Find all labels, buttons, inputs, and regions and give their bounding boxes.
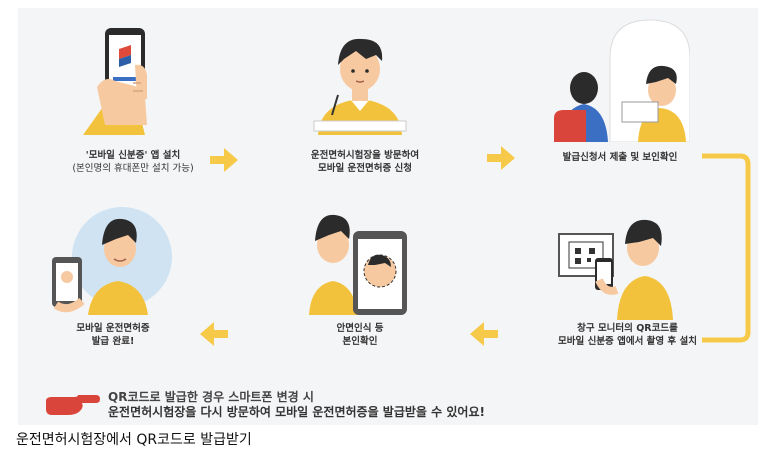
step2-caption-line1: 운전면허시험장을 방문하여	[310, 150, 420, 161]
step4-illustration	[555, 210, 675, 324]
flow-connector-down	[698, 150, 752, 350]
step5-illustration	[305, 205, 415, 319]
pointing-hand-icon	[44, 393, 100, 419]
step6-caption-line2: 발급 완료!	[91, 336, 135, 347]
flow-arrow-right-2	[487, 146, 515, 174]
step1-caption-line1: '모바일 신분증' 앱 설치	[85, 150, 181, 161]
step5-caption: 안면인식 등 본인확인	[300, 322, 420, 348]
step4-caption-line1: 창구 모니터의 QR코드를	[577, 323, 678, 334]
step1-caption: '모바일 신분증' 앱 설치 (본인명의 휴대폰만 설치 가능)	[58, 149, 208, 175]
step2-caption: 운전면허시험장을 방문하여 모바일 운전면허증 신청	[295, 149, 435, 175]
notice-text: QR코드로 발급한 경우 스마트폰 변경 시 운전면허시험장을 다시 방문하여 …	[108, 390, 485, 420]
step3-caption: 발급신청서 제출 및 보인확인	[545, 151, 695, 164]
notice-line1: QR코드로 발급한 경우 스마트폰 변경 시	[108, 390, 314, 404]
step6-caption-line1: 모바일 운전면허증	[76, 323, 150, 334]
step3-caption-line1: 발급신청서 제출 및 보인확인	[562, 152, 678, 163]
flow-arrow-left-1	[470, 322, 498, 350]
step6-illustration	[48, 205, 178, 319]
step3-illustration	[550, 18, 691, 146]
step6-caption: 모바일 운전면허증 발급 완료!	[48, 322, 178, 348]
step2-caption-line2: 모바일 운전면허증 신청	[317, 163, 412, 174]
step4-caption-line2: 모바일 신분증 앱에서 촬영 후 설치	[558, 336, 697, 347]
step4-caption: 창구 모니터의 QR코드를 모바일 신분증 앱에서 촬영 후 설치	[540, 322, 715, 348]
flow-arrow-left-2	[200, 322, 228, 350]
step5-caption-line1: 안면인식 등	[336, 323, 384, 334]
step1-caption-line2: (본인명의 휴대폰만 설치 가능)	[72, 163, 194, 174]
flow-arrow-right-1	[210, 148, 238, 176]
step1-illustration	[75, 25, 185, 139]
notice-line2: 운전면허시험장을 다시 방문하여 모바일 운전면허증을 발급받을 수 있어요!	[108, 405, 485, 419]
step5-caption-line2: 본인확인	[342, 336, 378, 347]
step2-illustration	[300, 25, 420, 139]
page-caption: 운전면허시험장에서 QR코드로 발급받기	[16, 432, 252, 448]
